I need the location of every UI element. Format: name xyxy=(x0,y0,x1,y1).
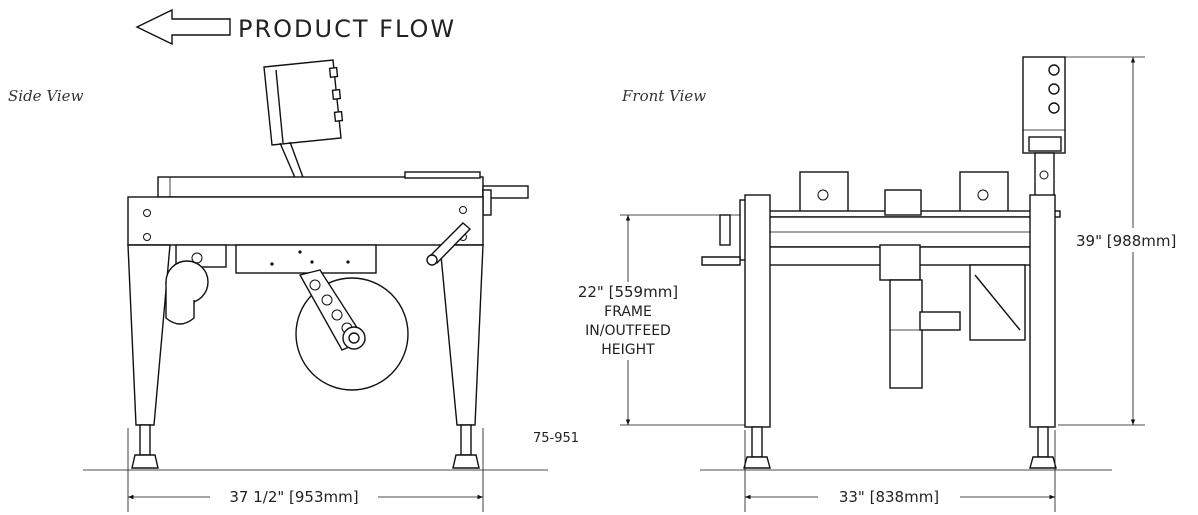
front-width-label: 33" [838mm] xyxy=(839,488,939,506)
side-width-dimension: 37 1/2" [953mm] xyxy=(127,428,484,512)
side-width-label: 37 1/2" [953mm] xyxy=(229,488,358,506)
product-flow-indicator: PRODUCT FLOW xyxy=(135,8,456,46)
overall-height-label: 39" [988mm] xyxy=(1076,232,1176,250)
front-width-dimension: 33" [838mm] xyxy=(744,430,1056,512)
side-control-box xyxy=(263,59,344,181)
side-view-caption: Side View xyxy=(8,87,84,105)
frame-height-line1: 22" [559mm] xyxy=(578,283,678,301)
frame-height-line2: FRAME xyxy=(604,304,652,320)
front-view-caption: Front View xyxy=(621,87,706,105)
front-view-machine xyxy=(701,56,1066,469)
frame-height-line3: IN/OUTFEED xyxy=(585,323,671,339)
product-flow-label: PRODUCT FLOW xyxy=(238,15,456,43)
frame-height-line4: HEIGHT xyxy=(601,342,655,358)
overall-height-dimension: 39" [988mm] xyxy=(1058,56,1176,426)
frame-height-dimension: 22" [559mm] FRAME IN/OUTFEED HEIGHT xyxy=(578,214,745,426)
part-number: 75-951 xyxy=(533,431,579,446)
side-view-machine xyxy=(127,59,529,469)
left-arrow-icon xyxy=(135,8,231,46)
